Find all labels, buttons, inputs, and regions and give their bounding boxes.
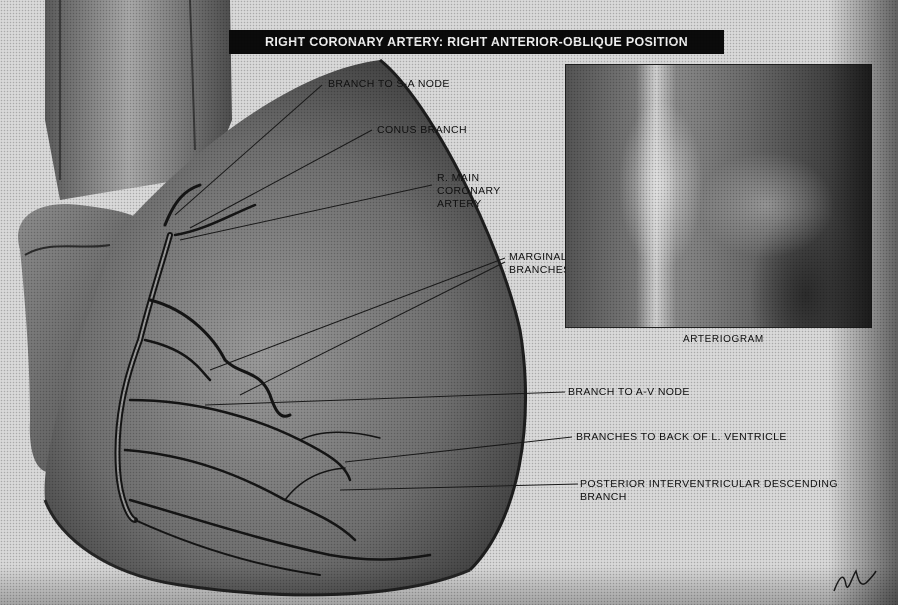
label-main-coronary: R. MAIN CORONARY ARTERY [437,172,501,211]
label-conus-branch: CONUS BRANCH [377,124,467,137]
label-posterior-line2: BRANCH [580,491,838,504]
label-marginal-line1: MARGINAL [509,251,571,264]
label-main-coronary-line1: R. MAIN [437,172,501,185]
label-marginal-line2: BRANCHES [509,264,571,277]
arteriogram-vessel [636,65,676,327]
arteriogram-image [565,64,872,328]
label-branches-back-ventricle: BRANCHES TO BACK OF L. VENTRICLE [576,431,787,444]
label-posterior-descending: POSTERIOR INTERVENTRICULAR DESCENDING BR… [580,478,838,504]
label-main-coronary-line3: ARTERY [437,198,501,211]
label-main-coronary-line2: CORONARY [437,185,501,198]
label-marginal-branches: MARGINAL BRANCHES [509,251,571,277]
label-posterior-line1: POSTERIOR INTERVENTRICULAR DESCENDING [580,478,838,491]
arteriogram-caption: ARTERIOGRAM [683,334,764,345]
label-branch-av-node: BRANCH TO A-V NODE [568,386,690,399]
plate-title: RIGHT CORONARY ARTERY: RIGHT ANTERIOR-OB… [229,30,724,54]
artist-signature [830,565,880,597]
label-branch-sa-node: BRANCH TO S-A NODE [328,78,450,91]
